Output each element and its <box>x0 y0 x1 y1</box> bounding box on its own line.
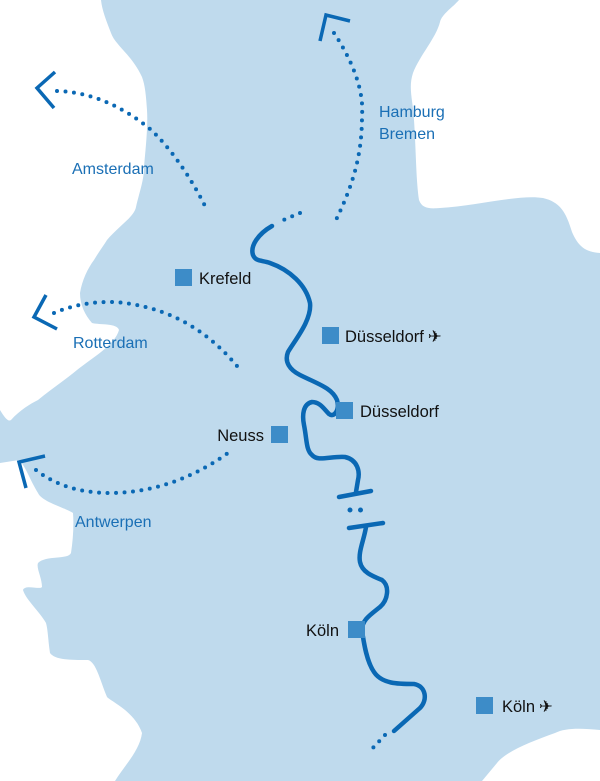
city-marker <box>336 402 353 419</box>
arrow-head-icon <box>31 294 58 331</box>
city-label: Krefeld <box>199 270 251 288</box>
city-marker <box>271 426 288 443</box>
city-marker <box>322 327 339 344</box>
city-label: Düsseldorf✈ <box>345 328 442 346</box>
city-label: Düsseldorf <box>360 403 439 421</box>
city-duesseldorf: Düsseldorf <box>336 402 439 421</box>
route-dotted-line <box>55 89 209 212</box>
route-label-rotterdam: Rotterdam <box>73 335 148 352</box>
river-dotted-end <box>369 733 387 752</box>
route-dotted-line <box>52 300 239 368</box>
city-krefeld: Krefeld <box>175 269 251 288</box>
airport-duesseldorf: Düsseldorf✈ <box>322 327 442 346</box>
city-label: Neuss <box>217 427 264 445</box>
airport-koeln: Köln✈ <box>476 697 553 716</box>
route-hamburg-bremen: Hamburg Bremen <box>318 12 445 226</box>
airplane-icon: ✈ <box>539 698 553 716</box>
route-label-hamburg: Hamburg <box>379 104 445 121</box>
city-label: Köln <box>306 622 339 640</box>
route-rotterdam: Rotterdam <box>31 294 239 368</box>
city-koeln: Köln <box>306 621 365 640</box>
city-marker <box>175 269 192 286</box>
river-segment-north <box>250 223 361 495</box>
city-marker <box>476 697 493 714</box>
rhine-river <box>250 211 428 752</box>
route-label-antwerpen: Antwerpen <box>75 514 152 531</box>
route-label-amsterdam: Amsterdam <box>72 161 154 178</box>
route-dotted-line <box>34 451 230 496</box>
route-label-bremen: Bremen <box>379 126 435 143</box>
city-neuss: Neuss <box>217 426 288 445</box>
city-label: Köln✈ <box>502 698 553 716</box>
river-barrier-upper <box>336 488 374 500</box>
river-dotted-start <box>279 211 302 223</box>
arrow-head-icon <box>318 12 351 42</box>
city-marker <box>348 621 365 638</box>
arrow-head-icon <box>16 454 46 489</box>
route-amsterdam: Amsterdam <box>34 70 209 212</box>
route-antwerpen: Antwerpen <box>16 451 230 531</box>
river-segment-south <box>357 524 428 734</box>
airplane-icon: ✈ <box>428 328 442 346</box>
arrow-head-icon <box>34 70 57 110</box>
